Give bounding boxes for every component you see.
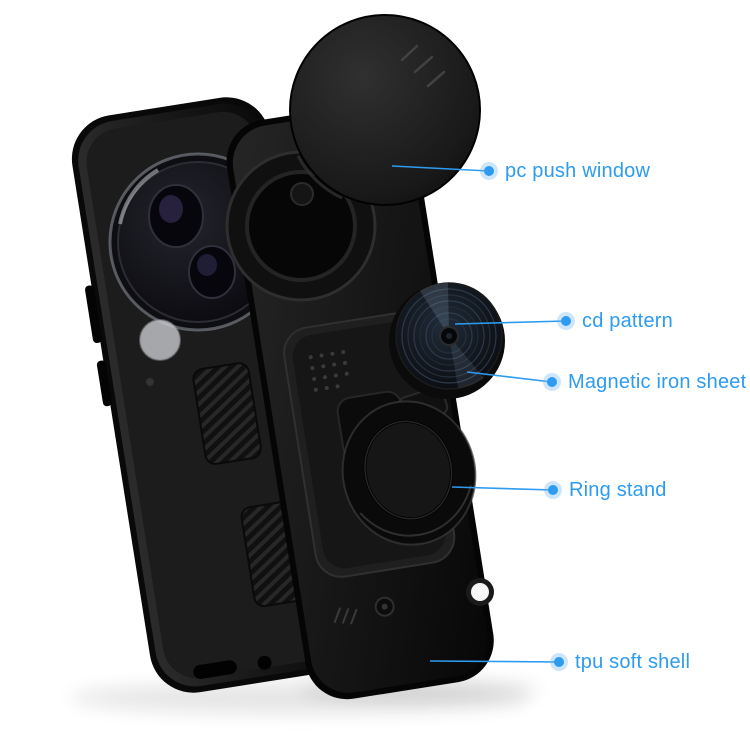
callout-line-magnetic-iron-sheet — [466, 371, 553, 383]
cover-knob — [290, 182, 314, 206]
callout-dot-icon — [547, 377, 557, 387]
callout-label-cd-pattern: cd pattern — [582, 310, 673, 332]
slash-marks — [333, 607, 358, 625]
perforation-texture — [308, 350, 349, 392]
callout-lines — [391, 165, 567, 663]
speaker-hole — [257, 655, 272, 670]
callout-ring-stand: Ring stand — [548, 480, 667, 500]
side-button — [96, 360, 112, 407]
port-cutout — [193, 660, 237, 679]
callout-label-magnetic-iron-sheet: Magnetic iron sheet — [568, 371, 747, 393]
callout-magnetic-iron-sheet: Magnetic iron sheet — [547, 372, 746, 392]
callout-dot-icon — [554, 657, 564, 667]
cd-disc — [389, 282, 505, 399]
callout-dot-icon — [484, 166, 494, 176]
push-window-cover — [289, 14, 481, 206]
ground-shadow — [70, 679, 540, 714]
callout-dot-icon — [548, 485, 558, 495]
callout-line-ring-stand — [451, 486, 554, 491]
callout-line-tpu-soft-shell — [429, 660, 560, 663]
lanyard-hole — [466, 578, 494, 606]
side-button — [85, 285, 102, 344]
cd-grooves — [401, 288, 497, 384]
callout-line-cd-pattern — [454, 320, 567, 325]
flash-ring — [140, 320, 180, 360]
callout-label-pc-push-window: pc push window — [505, 160, 651, 182]
mic-hole — [146, 378, 154, 386]
callout-label-tpu-soft-shell: tpu soft shell — [575, 651, 691, 673]
texture-lines — [400, 44, 446, 88]
callout-pc-push-window: pc push window — [484, 161, 650, 181]
callout-label-ring-stand: Ring stand — [569, 479, 667, 501]
callout-line-pc-push-window — [391, 165, 490, 172]
callout-dot-icon — [561, 316, 571, 326]
callout-tpu-soft-shell: tpu soft shell — [554, 652, 690, 672]
grip-pad — [192, 362, 262, 465]
callout-cd-pattern: cd pattern — [561, 311, 673, 331]
ring-stand — [341, 400, 477, 546]
